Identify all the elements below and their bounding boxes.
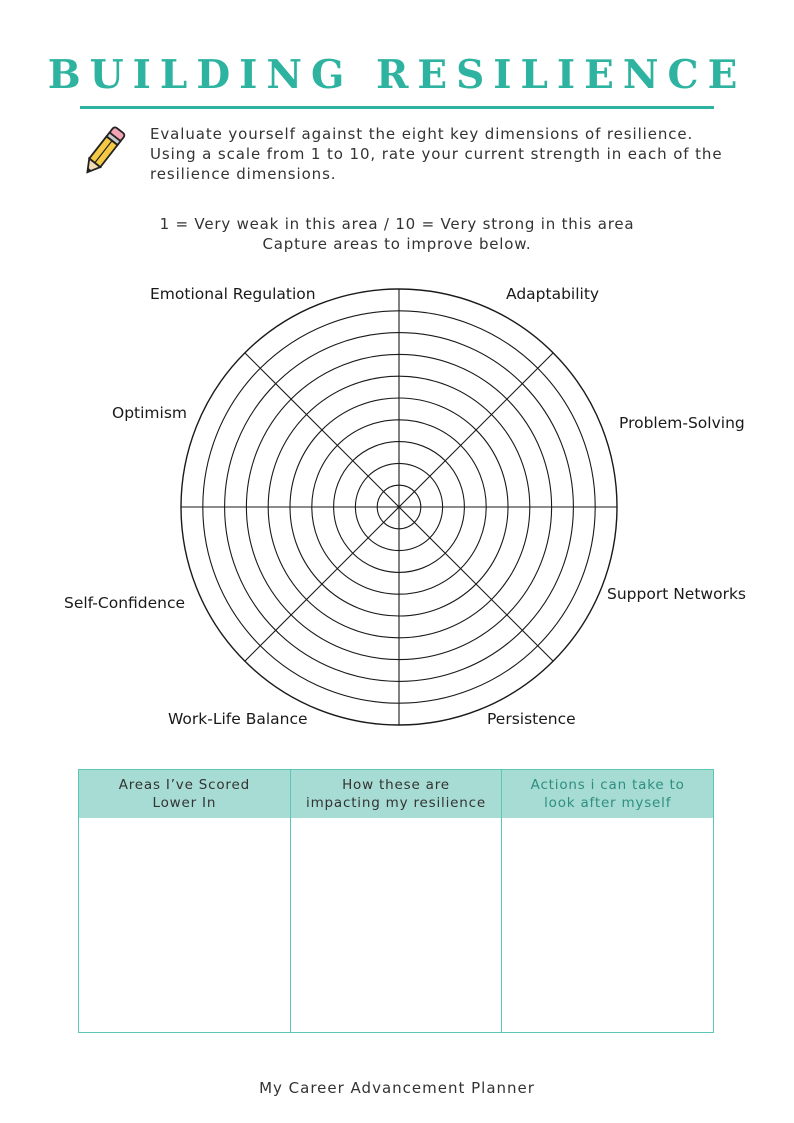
- title-underline: [80, 106, 714, 109]
- label-support-networks: Support Networks: [607, 585, 746, 603]
- intro-text: Evaluate yourself against the eight key …: [150, 124, 750, 184]
- column-actions: Actions i can take to look after myself: [502, 770, 714, 1032]
- resilience-wheel: Emotional Regulation Adaptability Proble…: [0, 270, 794, 740]
- column-header-impact: How these are impacting my resilience: [290, 770, 502, 818]
- header-text-line-2: impacting my resilience: [306, 795, 486, 811]
- header-text-line-1: Actions i can take to: [530, 777, 685, 793]
- footer-text: My Career Advancement Planner: [259, 1079, 535, 1097]
- header-text-line-2: look after myself: [544, 795, 672, 811]
- header-text-line-2: Lower In: [152, 795, 217, 811]
- label-problem-solving: Problem-Solving: [619, 414, 745, 432]
- column-header-actions: Actions i can take to look after myself: [502, 770, 714, 818]
- label-adaptability: Adaptability: [506, 285, 600, 303]
- label-self-confidence: Self-Confidence: [64, 594, 186, 612]
- label-optimism: Optimism: [112, 404, 188, 422]
- writing-area-impact[interactable]: [291, 818, 502, 1032]
- column-impact: How these are impacting my resilience: [290, 770, 503, 1032]
- label-work-life-balance: Work-Life Balance: [168, 710, 308, 728]
- intro-line-1: Evaluate yourself against the eight key …: [150, 125, 694, 143]
- page-title: BUILDING RESILIENCE: [47, 52, 747, 98]
- pencil-icon: [86, 126, 126, 174]
- writing-area-lower-scores[interactable]: [79, 818, 290, 1032]
- label-emotional-regulation: Emotional Regulation: [150, 285, 316, 303]
- wheel-diagram: [180, 288, 618, 726]
- scale-instructions: 1 = Very weak in this area / 10 = Very s…: [0, 214, 794, 254]
- wheel-spoke-4: [244, 352, 554, 662]
- intro-line-2: Using a scale from 1 to 10, rate your cu…: [150, 145, 723, 163]
- scale-line-1: 1 = Very weak in this area / 10 = Very s…: [159, 215, 635, 233]
- header-text-line-1: How these are: [342, 777, 450, 793]
- intro-line-3: resilience dimensions.: [150, 165, 337, 183]
- header-text-line-1: Areas I’ve Scored: [118, 777, 250, 793]
- label-persistence: Persistence: [487, 710, 576, 728]
- scale-line-2: Capture areas to improve below.: [262, 235, 532, 253]
- writing-area-actions[interactable]: [502, 818, 713, 1032]
